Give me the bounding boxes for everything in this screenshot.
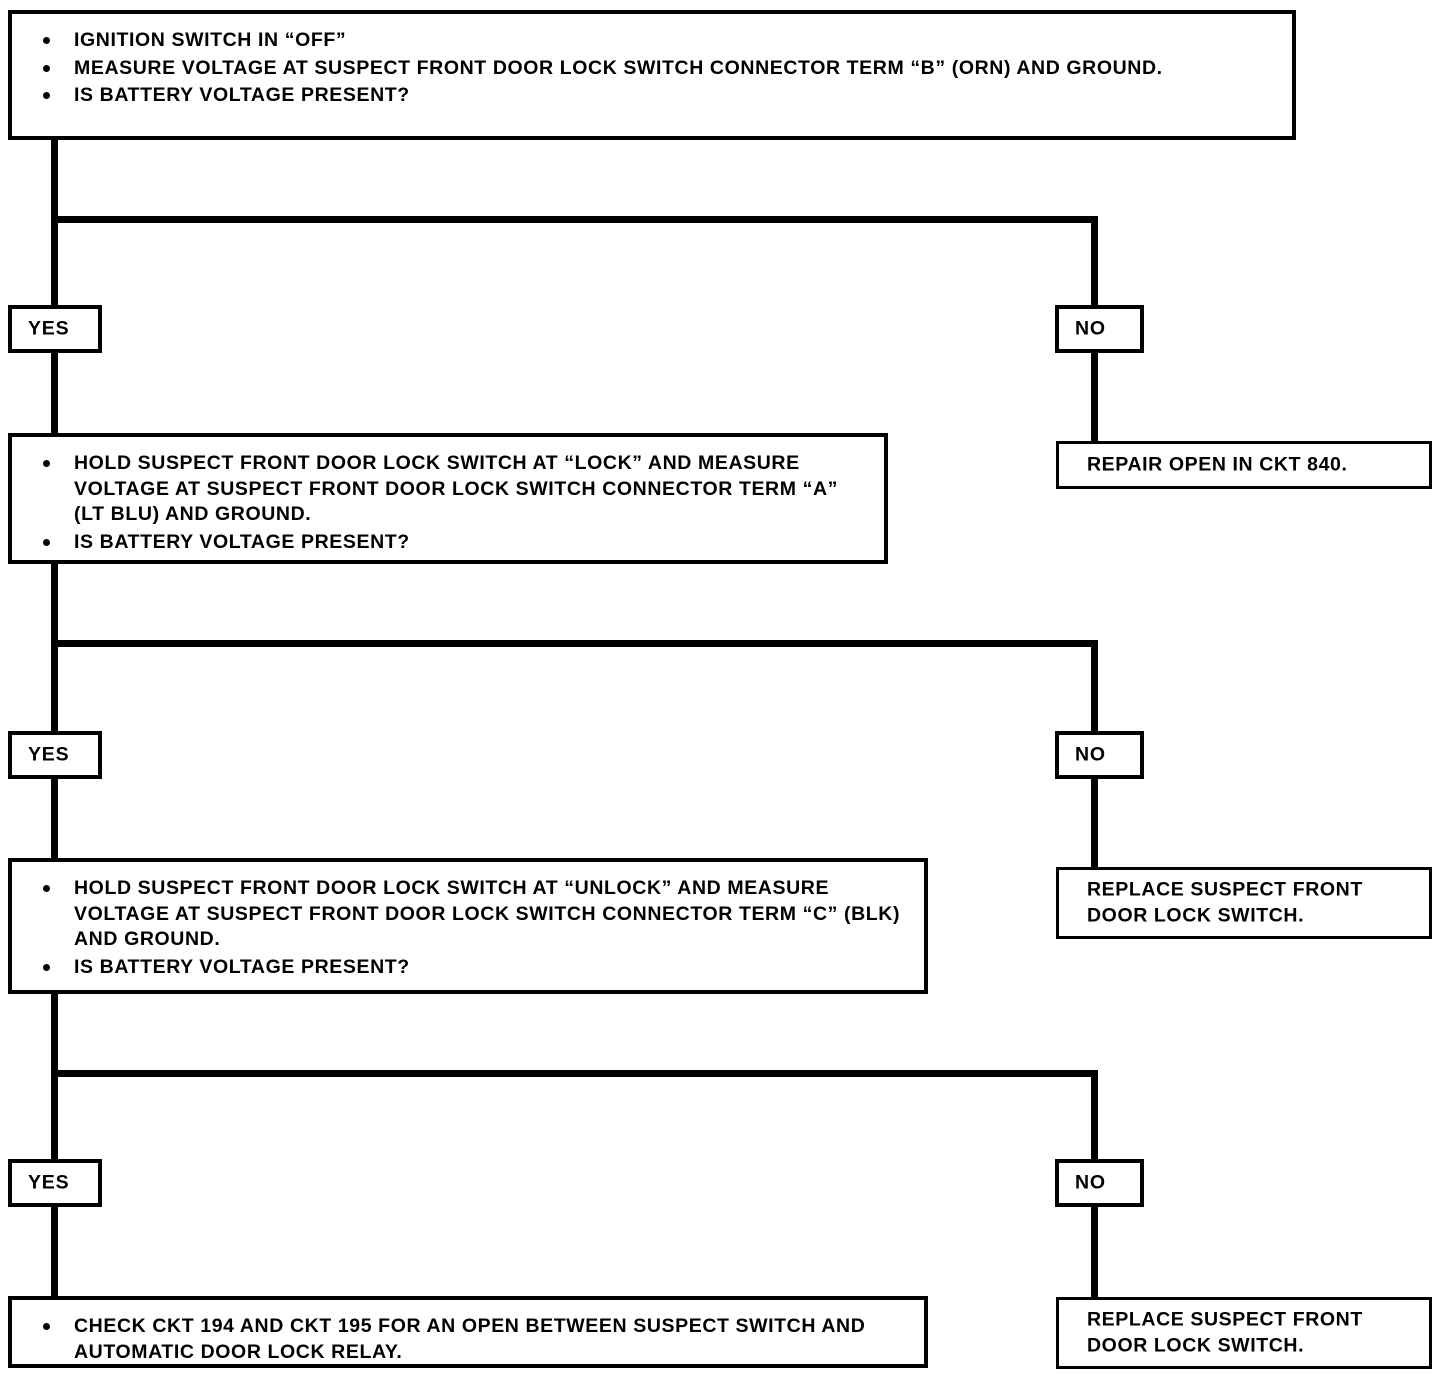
result-box-3: REPLACE SUSPECT FRONT DOOR LOCK SWITCH. — [1056, 1297, 1432, 1369]
branch-yes-3-label: YES — [28, 1171, 70, 1194]
step-3-bullet-1: IS BATTERY VOLTAGE PRESENT? — [34, 955, 914, 981]
connector-no1-to-result1 — [1091, 350, 1098, 446]
connector-no2-to-result2 — [1091, 777, 1098, 871]
step-box-4: CHECK CKT 194 AND CKT 195 FOR AN OPEN BE… — [8, 1296, 928, 1368]
result-box-1: REPAIR OPEN IN CKT 840. — [1056, 441, 1432, 489]
step-4-bullet-list: CHECK CKT 194 AND CKT 195 FOR AN OPEN BE… — [34, 1314, 914, 1367]
step-3-bullet-0: HOLD SUSPECT FRONT DOOR LOCK SWITCH AT “… — [34, 876, 914, 953]
connector-yes1-to-step2 — [51, 350, 58, 438]
connector-step2-down — [51, 561, 58, 649]
connector-step3-down — [51, 991, 58, 1077]
connector-yes2-down — [51, 640, 58, 735]
branch-no-3[interactable]: NO — [1055, 1159, 1144, 1207]
connector-yes2-to-step3 — [51, 777, 58, 861]
branch-no-2-label: NO — [1075, 743, 1106, 766]
step-1-bullet-0: IGNITION SWITCH IN “OFF” — [34, 28, 1282, 54]
branch-yes-2-label: YES — [28, 743, 70, 766]
result-box-2-text: REPLACE SUSPECT FRONT DOOR LOCK SWITCH. — [1087, 878, 1363, 927]
connector-branch-bar-3 — [51, 1070, 1098, 1077]
connector-no2-down — [1091, 640, 1098, 735]
result-box-2: REPLACE SUSPECT FRONT DOOR LOCK SWITCH. — [1056, 867, 1432, 939]
connector-yes3-down — [51, 1070, 58, 1165]
branch-no-1-label: NO — [1075, 317, 1106, 340]
step-2-bullet-1: IS BATTERY VOLTAGE PRESENT? — [34, 530, 874, 556]
connector-yes1-down — [51, 216, 58, 308]
step-box-2: HOLD SUSPECT FRONT DOOR LOCK SWITCH AT “… — [8, 433, 888, 564]
branch-yes-2[interactable]: YES — [8, 731, 102, 779]
step-1-bullet-1: MEASURE VOLTAGE AT SUSPECT FRONT DOOR LO… — [34, 56, 1282, 82]
step-1-bullet-2: IS BATTERY VOLTAGE PRESENT? — [34, 83, 1282, 109]
step-1-bullet-list: IGNITION SWITCH IN “OFF” MEASURE VOLTAGE… — [34, 28, 1282, 111]
branch-yes-1-label: YES — [28, 317, 70, 340]
connector-no3-to-result3 — [1091, 1206, 1098, 1300]
branch-no-2[interactable]: NO — [1055, 731, 1144, 779]
connector-no1-down — [1091, 216, 1098, 308]
step-2-bullet-list: HOLD SUSPECT FRONT DOOR LOCK SWITCH AT “… — [34, 451, 874, 557]
connector-step1-down — [51, 138, 58, 223]
result-box-3-text: REPLACE SUSPECT FRONT DOOR LOCK SWITCH. — [1087, 1308, 1363, 1357]
branch-yes-3[interactable]: YES — [8, 1159, 102, 1207]
step-box-1: IGNITION SWITCH IN “OFF” MEASURE VOLTAGE… — [8, 10, 1296, 140]
step-4-bullet-0: CHECK CKT 194 AND CKT 195 FOR AN OPEN BE… — [34, 1314, 914, 1365]
connector-branch-bar-2 — [51, 640, 1098, 647]
step-2-bullet-0: HOLD SUSPECT FRONT DOOR LOCK SWITCH AT “… — [34, 451, 874, 528]
connector-yes3-to-step4 — [51, 1206, 58, 1300]
branch-no-3-label: NO — [1075, 1171, 1106, 1194]
connector-branch-bar-1 — [51, 216, 1098, 223]
step-3-bullet-list: HOLD SUSPECT FRONT DOOR LOCK SWITCH AT “… — [34, 876, 914, 982]
branch-yes-1[interactable]: YES — [8, 305, 102, 353]
result-box-1-text: REPAIR OPEN IN CKT 840. — [1087, 453, 1348, 476]
step-box-3: HOLD SUSPECT FRONT DOOR LOCK SWITCH AT “… — [8, 858, 928, 994]
branch-no-1[interactable]: NO — [1055, 305, 1144, 353]
connector-no3-down — [1091, 1070, 1098, 1165]
